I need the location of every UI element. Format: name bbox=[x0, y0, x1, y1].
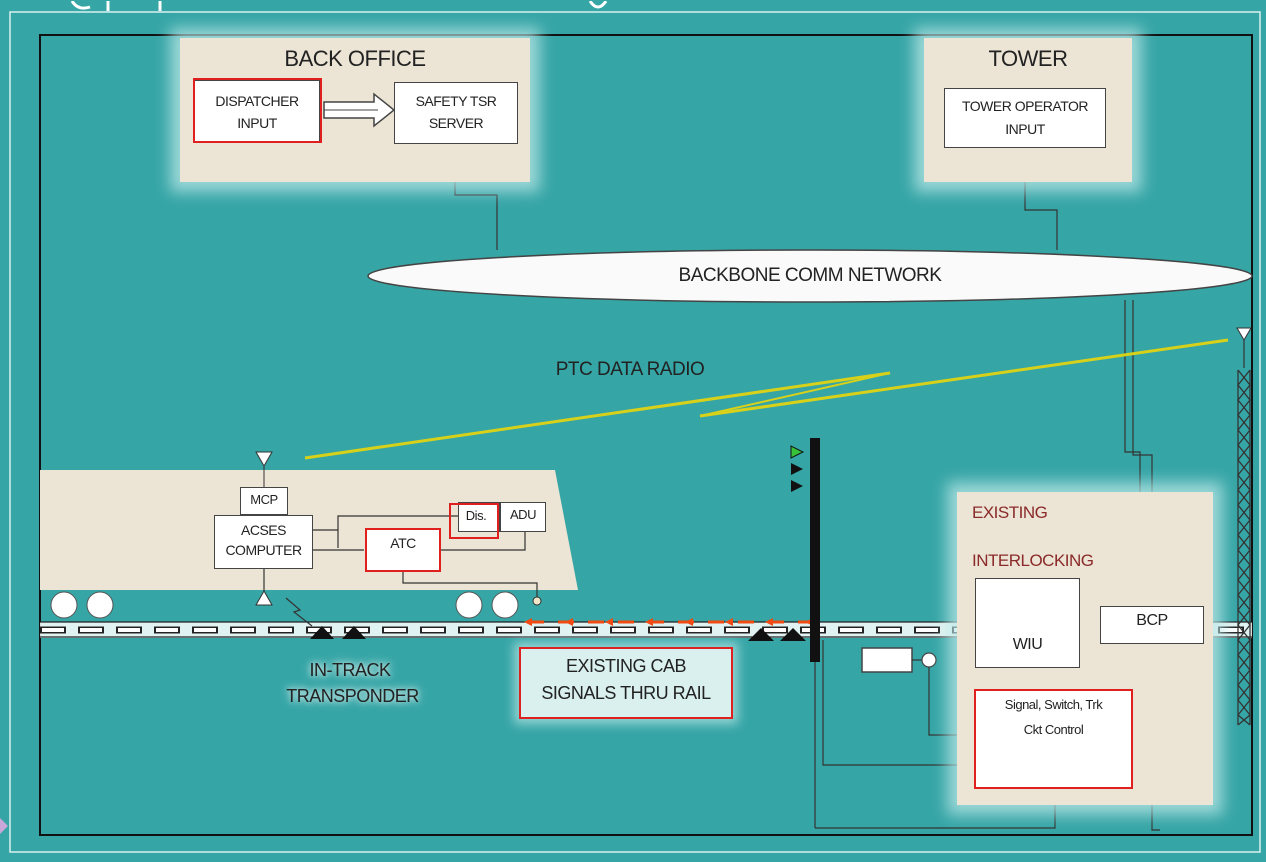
dis-highlight bbox=[449, 503, 499, 539]
dispatcher-input-box bbox=[194, 80, 320, 142]
bcp-box bbox=[1100, 606, 1204, 644]
back-office-title: BACK OFFICE bbox=[284, 46, 426, 71]
acses-computer-label-2: COMPUTER bbox=[225, 542, 302, 558]
dis-label: Dis. bbox=[465, 508, 487, 523]
backbone-network-label: BACKBONE COMM NETWORK bbox=[678, 265, 942, 286]
dispatcher-input-label-2: INPUT bbox=[237, 115, 277, 131]
signal-control-label-2: Ckt Control bbox=[1023, 722, 1084, 737]
in-track-transponder-label-1: IN-TRACK bbox=[309, 660, 392, 680]
signal-control-label-1: Signal, Switch, Trk bbox=[1004, 697, 1103, 712]
cab-signals-highlight bbox=[519, 647, 733, 719]
safety-tsr-server-label-2: SERVER bbox=[428, 115, 484, 131]
signal-mast bbox=[810, 438, 820, 662]
ptc-data-radio-label: PTC DATA RADIO bbox=[555, 359, 705, 380]
safety-tsr-server-box bbox=[394, 82, 518, 144]
acses-computer-box bbox=[214, 515, 313, 569]
backbone-network-ellipse bbox=[367, 249, 1253, 303]
mcp-box bbox=[240, 487, 288, 515]
cab-signals-label-1: EXISTING CAB bbox=[565, 656, 687, 676]
wiu-box bbox=[975, 578, 1080, 668]
signal-control-highlight bbox=[974, 689, 1133, 789]
interlocking-title: INTERLOCKING bbox=[972, 551, 1094, 570]
tower-operator-input-label-2: INPUT bbox=[1005, 121, 1045, 137]
atc-label: ATC bbox=[390, 535, 416, 551]
safety-tsr-server-label-1: SAFETY TSR bbox=[415, 93, 497, 109]
dispatcher-input-label-1: DISPATCHER bbox=[215, 93, 299, 109]
in-track-transponder-label-2: TRANSPONDER bbox=[286, 686, 419, 706]
cab-signals-label-2: SIGNALS THRU RAIL bbox=[541, 683, 711, 703]
existing-label: EXISTING bbox=[972, 503, 1048, 522]
tower-title: TOWER bbox=[988, 46, 1068, 71]
tower-operator-input-box bbox=[944, 88, 1106, 148]
bcp-label: BCP bbox=[1136, 612, 1168, 629]
mcp-label: MCP bbox=[250, 492, 278, 507]
dis-box bbox=[458, 502, 500, 532]
slide-title-fragment bbox=[0, 0, 1266, 12]
adu-label: ADU bbox=[510, 507, 536, 522]
acses-computer-label-1: ACSES bbox=[241, 522, 286, 538]
adu-box bbox=[500, 502, 546, 532]
dispatcher-input-highlight bbox=[193, 78, 322, 143]
atc-highlight bbox=[365, 528, 441, 572]
rail-track bbox=[40, 622, 1252, 638]
tower-operator-input-label-1: TOWER OPERATOR bbox=[961, 98, 1089, 114]
cab-signals-label-box bbox=[520, 648, 732, 718]
dispatch-arrow-icon bbox=[323, 92, 396, 128]
atc-box bbox=[366, 529, 440, 571]
wiu-label: WIU bbox=[1012, 636, 1043, 653]
